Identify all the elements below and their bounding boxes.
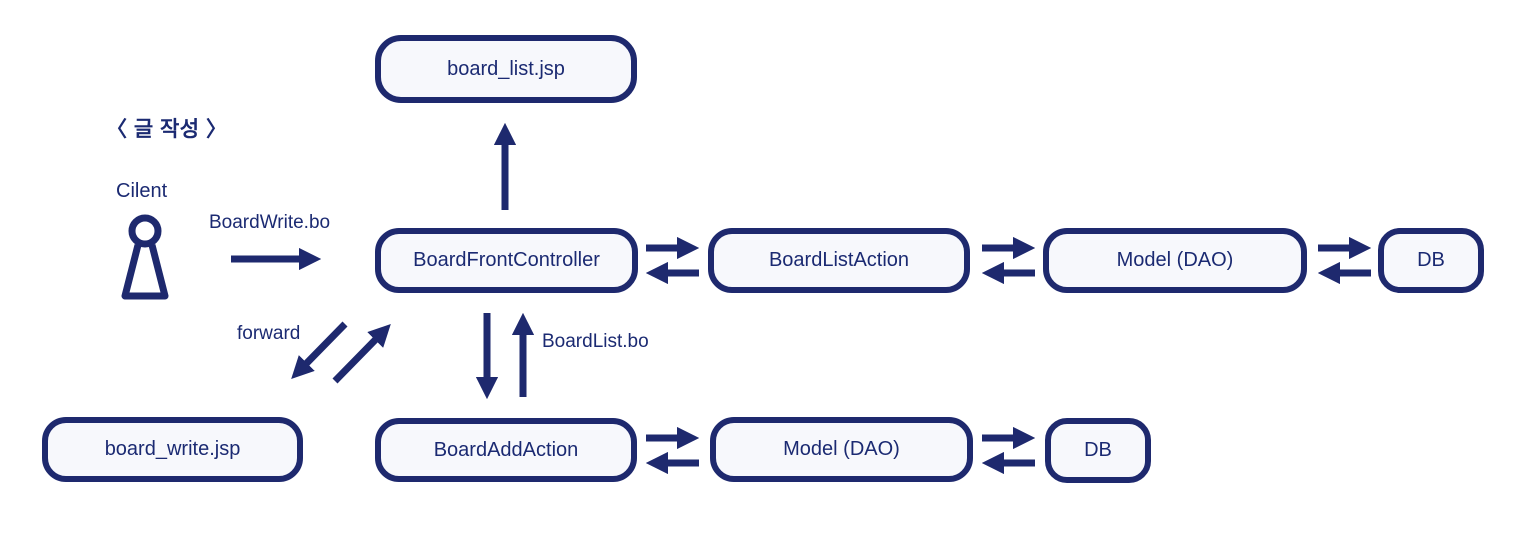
- node-board-list-action: BoardListAction: [708, 228, 970, 293]
- boardwritejsp-to-controller-arrow: [332, 323, 391, 384]
- node-board-add-action: BoardAddAction: [375, 418, 637, 482]
- client-person-icon: [121, 214, 169, 300]
- node-board-write-jsp: board_write.jsp: [42, 417, 303, 482]
- node-model-dao-bottom: Model (DAO): [710, 417, 973, 482]
- edge-label-forward: forward: [237, 323, 301, 344]
- forward-to-boardwritejsp-arrow: [291, 321, 348, 380]
- edge-label-boardlist-bo: BoardList.bo: [542, 331, 649, 352]
- edge-label-boardwrite-bo: BoardWrite.bo: [209, 212, 331, 233]
- client-label: Cilent: [116, 180, 168, 202]
- diagram-title: 〈 글 작성 〉: [106, 118, 228, 141]
- node-board-front-controller: BoardFrontController: [375, 228, 638, 293]
- node-db-bottom: DB: [1045, 418, 1151, 483]
- node-db-top: DB: [1378, 228, 1484, 293]
- node-board-list-jsp: board_list.jsp: [375, 35, 637, 103]
- node-model-dao-top: Model (DAO): [1043, 228, 1307, 293]
